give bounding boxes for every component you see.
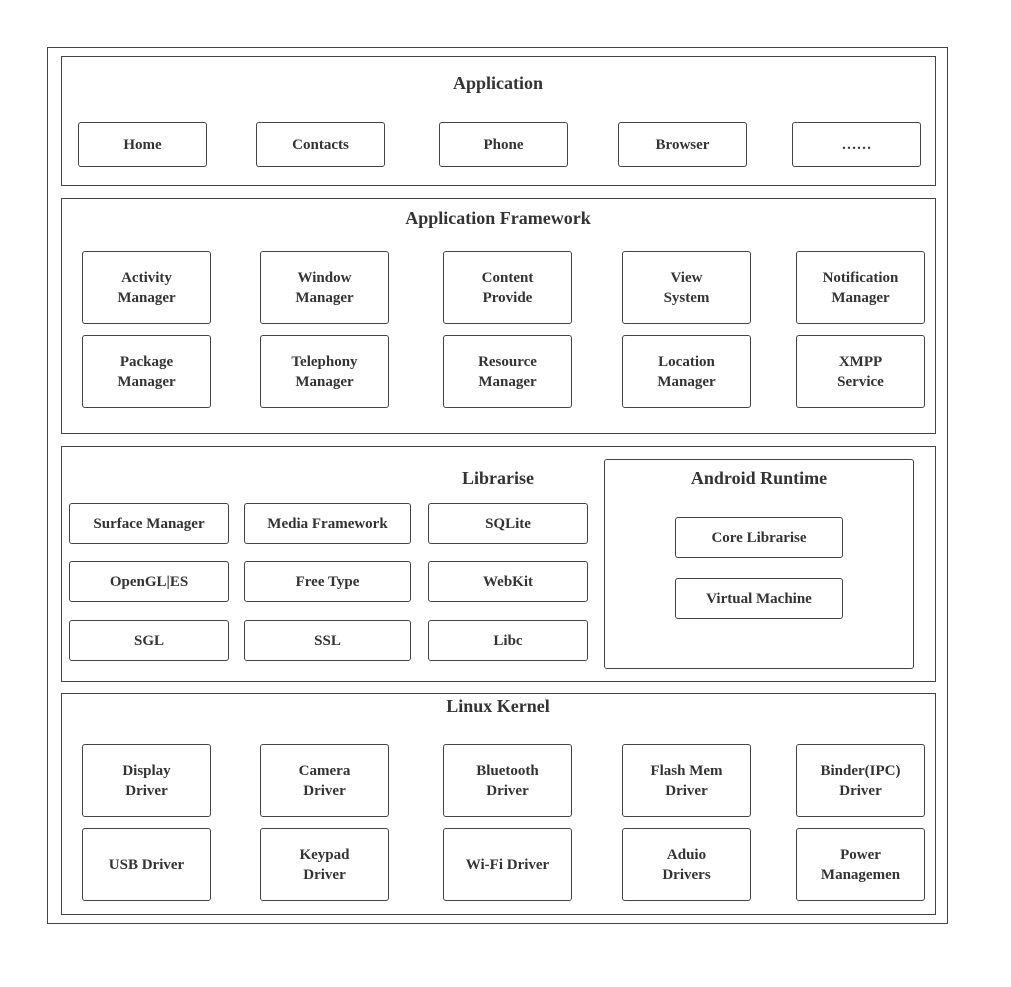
kernel-display-driver-box: Display Driver: [82, 744, 211, 817]
kernel-usb-driver-box: USB Driver: [82, 828, 211, 901]
framework-content-provide-box: Content Provide: [443, 251, 572, 324]
kernel-camera-driver-box: Camera Driver: [260, 744, 389, 817]
framework-location-manager-box: Location Manager: [622, 335, 751, 408]
framework-view-system-box: View System: [622, 251, 751, 324]
lib-sgl-box: SGL: [69, 620, 229, 661]
app-contacts-box: Contacts: [256, 122, 385, 167]
app-home-box: Home: [78, 122, 207, 167]
architecture-diagram: [47, 47, 948, 924]
kernel-flash-mem-driver-box: Flash Mem Driver: [622, 744, 751, 817]
lib-free-type-box: Free Type: [244, 561, 411, 602]
runtime-virtual-machine-box: Virtual Machine: [675, 578, 843, 619]
framework-package-manager-box: Package Manager: [82, 335, 211, 408]
application-layer: [61, 56, 936, 186]
runtime-core-librarise-box: Core Librarise: [675, 517, 843, 558]
application-layer-title: Application: [452, 73, 544, 93]
framework-window-manager-box: Window Manager: [260, 251, 389, 324]
framework-layer: [61, 198, 936, 434]
app-browser-box: Browser: [618, 122, 747, 167]
kernel-layer: [61, 693, 936, 915]
framework-activity-manager-box: Activity Manager: [82, 251, 211, 324]
lib-surface-manager-box: Surface Manager: [69, 503, 229, 544]
framework-resource-manager-box: Resource Manager: [443, 335, 572, 408]
kernel-audio-drivers-box: Aduio Drivers: [622, 828, 751, 901]
lib-libc-box: Libc: [428, 620, 588, 661]
lib-media-framework-box: Media Framework: [244, 503, 411, 544]
framework-xmpp-service-box: XMPP Service: [796, 335, 925, 408]
android-runtime-title: Android Runtime: [690, 468, 828, 488]
android-runtime-box: [604, 459, 914, 669]
kernel-keypad-driver-box: Keypad Driver: [260, 828, 389, 901]
kernel-layer-title: Linux Kernel: [446, 696, 550, 716]
app-phone-box: Phone: [439, 122, 568, 167]
kernel-bluetooth-driver-box: Bluetooth Driver: [443, 744, 572, 817]
framework-telephony-manager-box: Telephony Manager: [260, 335, 389, 408]
kernel-power-management-box: Power Managemen: [796, 828, 925, 901]
kernel-wifi-driver-box: Wi-Fi Driver: [443, 828, 572, 901]
lib-sqlite-box: SQLite: [428, 503, 588, 544]
lib-opengl-box: OpenGL|ES: [69, 561, 229, 602]
lib-ssl-box: SSL: [244, 620, 411, 661]
kernel-binder-ipc-driver-box: Binder(IPC) Driver: [796, 744, 925, 817]
libraries-title: Librarise: [462, 468, 534, 488]
lib-webkit-box: WebKit: [428, 561, 588, 602]
app-more-box: ……: [792, 122, 921, 167]
libraries-layer: [61, 446, 936, 682]
framework-layer-title: Application Framework: [405, 208, 591, 228]
framework-notification-manager-box: Notification Manager: [796, 251, 925, 324]
